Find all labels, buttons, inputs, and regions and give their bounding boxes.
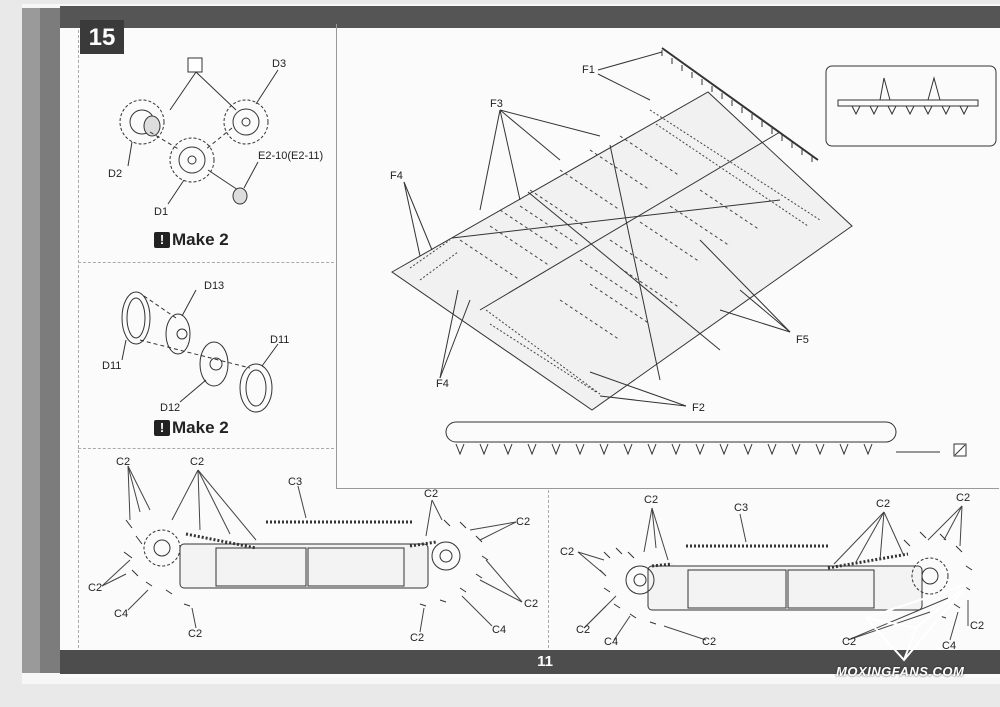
paper-plane-logo [864, 581, 972, 662]
ring-d11-right [239, 363, 273, 413]
step-number: 15 [80, 20, 124, 54]
sprue-panel [336, 24, 999, 489]
label-d12: D12 [160, 402, 181, 414]
label-c2: C2 [524, 598, 539, 610]
label-c2: C2 [88, 582, 103, 594]
make-text-b: Make 2 [172, 418, 229, 437]
label-c4: C4 [492, 624, 507, 636]
bottom-bar [60, 650, 1000, 674]
label-d11-left: D11 [102, 360, 122, 372]
label-d1: D1 [154, 206, 169, 218]
divider-c [78, 30, 79, 648]
label-c2: C2 [576, 624, 591, 636]
label-c2: C2 [516, 516, 531, 528]
label-c4: C4 [114, 608, 129, 620]
left-track-assembly [123, 519, 489, 607]
warning-icon: ! [154, 232, 170, 248]
divider-d [548, 490, 549, 648]
wheel-d12 [199, 341, 229, 387]
label-c2: C2 [876, 498, 891, 510]
label-f5: F5 [796, 334, 809, 346]
inset-box [825, 65, 997, 147]
track-strip [445, 421, 940, 456]
label-c2: C2 [842, 636, 857, 648]
label-d3: D3 [272, 58, 287, 70]
label-f4-bottom: F4 [436, 378, 449, 390]
label-f2: F2 [692, 402, 705, 414]
label-c2: C2 [424, 488, 439, 500]
label-d13: D13 [204, 280, 225, 292]
label-f1: F1 [582, 64, 595, 76]
label-c3: C3 [288, 476, 303, 488]
label-f3: F3 [490, 98, 503, 110]
sprocket-d3 [223, 99, 269, 145]
divider-a [78, 262, 334, 263]
label-f4-top: F4 [390, 170, 403, 182]
page-number: 11 [537, 653, 553, 670]
warning-icon: ! [154, 420, 170, 436]
label-e2: E2-10(E2-11) [258, 150, 324, 162]
top-bar [60, 6, 1000, 28]
sprue-frame [391, 91, 853, 411]
ring-d11-left [121, 291, 151, 345]
make-note-a: !Make 2 [154, 230, 229, 250]
sprocket-d2 [119, 99, 165, 145]
right-track-assembly [599, 531, 973, 625]
label-c4: C4 [604, 636, 619, 648]
label-c2: C2 [560, 546, 575, 558]
label-c2: C2 [116, 456, 131, 468]
hub-d13 [165, 313, 191, 355]
label-c2: C2 [702, 636, 717, 648]
label-d11-right: D11 [270, 334, 290, 346]
divider-b [78, 448, 334, 449]
label-c2: C2 [970, 620, 985, 632]
sprocket-d1 [169, 137, 215, 183]
label-c4: C4 [942, 640, 957, 652]
make-note-b: !Make 2 [154, 418, 229, 438]
make-text-a: Make 2 [172, 230, 229, 249]
label-c2: C2 [956, 492, 971, 504]
label-d2: D2 [108, 168, 123, 180]
label-c2: C2 [190, 456, 205, 468]
label-c3: C3 [734, 502, 749, 514]
axle-e2 [207, 169, 248, 205]
sprue-parts [409, 109, 821, 395]
label-c2: C2 [188, 628, 203, 640]
watermark: MOXINGFANS.COM [836, 664, 965, 679]
label-c2: C2 [410, 632, 425, 644]
label-c2: C2 [644, 494, 659, 506]
